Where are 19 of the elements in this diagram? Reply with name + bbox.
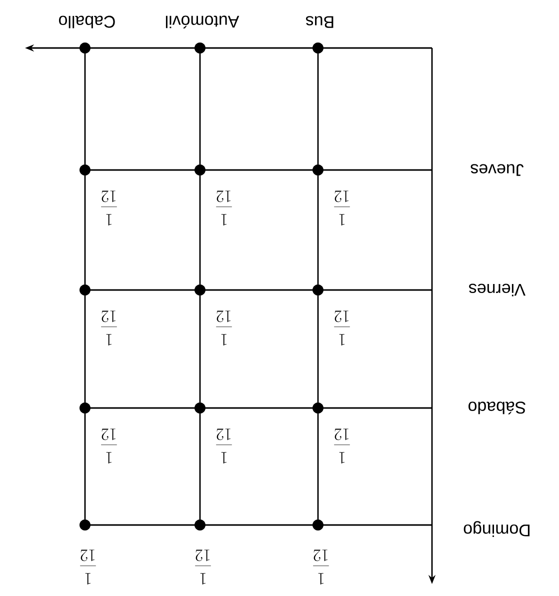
probability-fraction: $\frac{1}{12}$ [334,310,350,346]
row-label: Viernes [469,284,526,296]
probability-fraction: $\frac{1}{12}$ [334,190,350,226]
probability-fraction: $\frac{1}{12}$ [216,310,232,346]
column-label: Bus [306,16,334,28]
probability-fraction: $\frac{1}{12}$ [101,190,117,226]
probability-fraction: $\frac{1}{12}$ [313,550,329,585]
probability-fraction: $\frac{1}{12}$ [216,428,232,464]
column-label: Automóvil [166,16,240,28]
probability-fraction: $\frac{1}{12}$ [80,550,96,585]
probability-fraction: $\frac{1}{12}$ [334,428,350,464]
column-label: Caballo [59,16,115,28]
row-label: Jueves [470,164,524,176]
probability-fraction: $\frac{1}{12}$ [195,550,211,585]
probability-fraction: $\frac{1}{12}$ [101,428,117,464]
probability-fraction: $\frac{1}{12}$ [101,310,117,346]
probability-fraction: $\frac{1}{12}$ [216,190,232,226]
row-label: Sábado [468,402,526,414]
row-label: Domingo [464,521,530,537]
